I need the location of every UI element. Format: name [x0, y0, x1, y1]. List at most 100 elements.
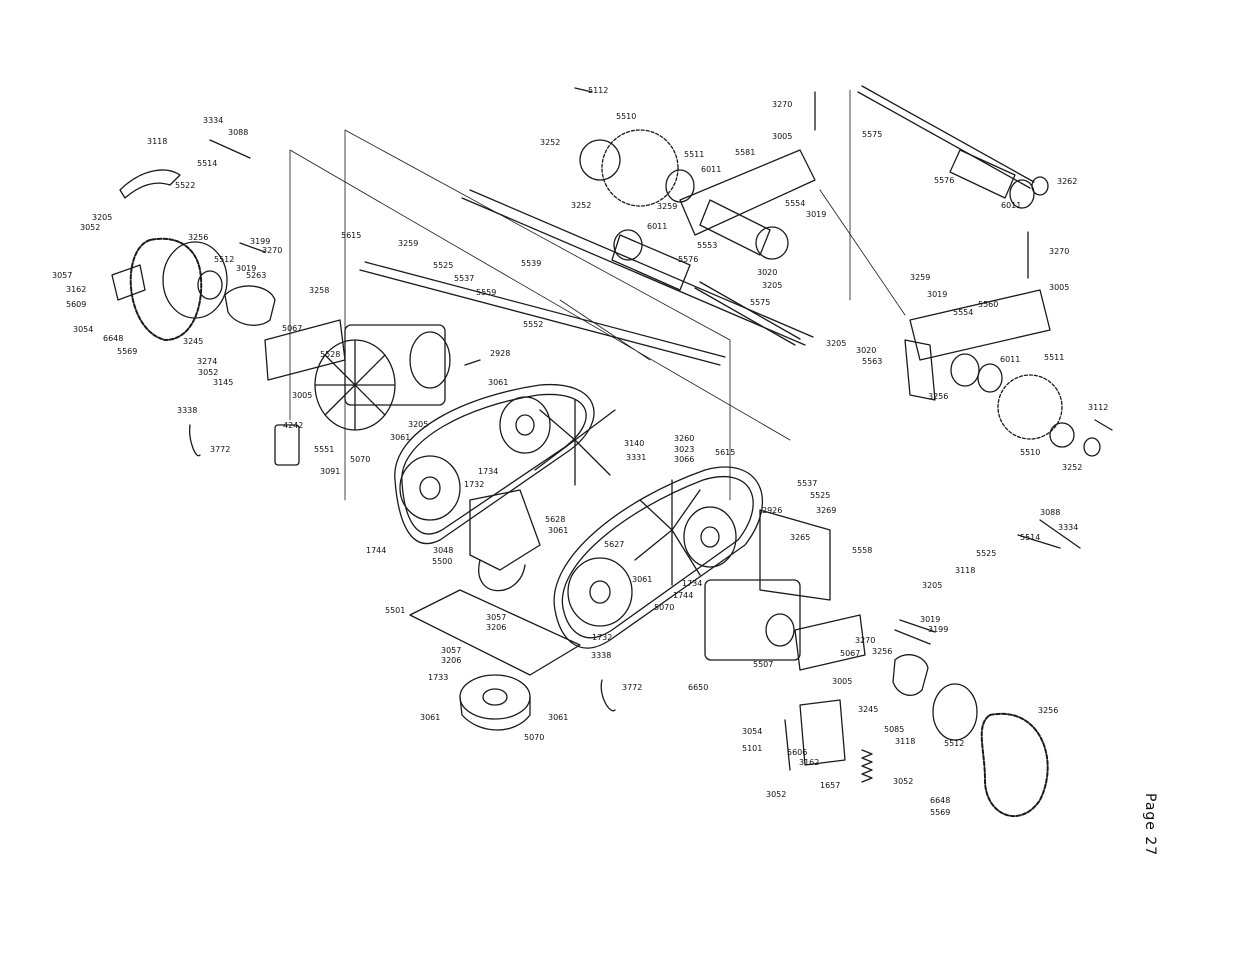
callout-3061c: 3061 [548, 526, 568, 535]
callout-3020: 3020 [757, 268, 777, 277]
callout-5606: 5606 [787, 748, 807, 757]
callout-3118c: 3118 [895, 737, 915, 746]
tube-5576-right [949, 149, 1016, 199]
callout-3019: 3019 [236, 264, 256, 273]
pulley-right-top [683, 506, 737, 568]
impeller-1734-right [634, 479, 701, 586]
callout-5067b: 5067 [840, 649, 860, 658]
callout-3061d: 3061 [420, 713, 440, 722]
callout-6648b: 6648 [930, 796, 950, 805]
callout-5552: 5552 [523, 320, 543, 329]
callout-3088: 3088 [228, 128, 248, 137]
callout-3245: 3245 [183, 337, 203, 346]
callout-3252: 3252 [540, 138, 560, 147]
callout-3054: 3054 [73, 325, 93, 334]
callout-3118: 3118 [147, 137, 167, 146]
callout-3054b: 3054 [742, 727, 762, 736]
callout-6648: 6648 [103, 334, 123, 343]
callout-3052c: 3052 [893, 777, 913, 786]
callout-5576: 5576 [934, 176, 954, 185]
sprocket-right-5512 [932, 683, 978, 741]
chain-right [980, 712, 1049, 818]
callout-3772b: 3772 [622, 683, 642, 692]
chain-left [129, 237, 203, 341]
callout-5539: 5539 [521, 259, 541, 268]
callout-3005c: 3005 [1049, 283, 1069, 292]
callout-3252b: 3252 [571, 201, 591, 210]
tube-5553-upper [699, 199, 771, 256]
callout-6011b: 6011 [1001, 201, 1021, 210]
callout-3270b: 3270 [772, 100, 792, 109]
callout-5067: 5067 [282, 324, 302, 333]
callout-3091: 3091 [320, 467, 340, 476]
callout-1744: 1744 [366, 546, 386, 555]
leader-lines [289, 89, 906, 501]
callout-5609: 5609 [66, 300, 86, 309]
impeller-1734-left [534, 399, 616, 486]
callout-3061f: 3061 [632, 575, 652, 584]
callout-3256: 3256 [188, 233, 208, 242]
callout-3256b: 3256 [928, 392, 948, 401]
callout-5514: 5514 [197, 159, 217, 168]
callout-3205d: 3205 [826, 339, 846, 348]
callout-3270: 3270 [262, 246, 282, 255]
spring-1657 [861, 749, 873, 783]
callout-3334b: 3334 [1058, 523, 1078, 532]
callout-6011: 6011 [701, 165, 721, 174]
callout-5575: 5575 [862, 130, 882, 139]
callout-3052d: 3052 [766, 790, 786, 799]
callout-5070c: 5070 [654, 603, 674, 612]
callout-5511: 5511 [684, 150, 704, 159]
callout-5569b: 5569 [930, 808, 950, 817]
callout-labels: 3334 3088 5514 3118 5522 3205 3052 3256 … [52, 86, 1108, 817]
callout-5560: 5560 [978, 300, 998, 309]
callout-3048: 3048 [433, 546, 453, 555]
callout-6011c: 6011 [647, 222, 667, 231]
shaft-5552 [359, 261, 726, 366]
callout-5558: 5558 [852, 546, 872, 555]
sprocket-left [162, 241, 228, 319]
callout-3162: 3162 [66, 285, 86, 294]
callout-5563: 5563 [862, 357, 882, 366]
callout-5101: 5101 [742, 744, 762, 753]
callout-5112: 5112 [588, 86, 608, 95]
page-number: Page 27 [1142, 793, 1158, 857]
pulley-1733 [459, 674, 531, 720]
callout-3019b: 3019 [806, 210, 826, 219]
callout-5525c: 5525 [976, 549, 996, 558]
shaft-5539 [461, 189, 814, 346]
sprocket-5511-upper [601, 129, 679, 207]
pulley-upper-mid [499, 396, 551, 454]
callout-3252c: 3252 [1062, 463, 1082, 472]
belt-1744-left [394, 383, 595, 545]
callout-3258: 3258 [309, 286, 329, 295]
callout-3206b: 3206 [441, 656, 461, 665]
collar-6011-right [1009, 179, 1035, 209]
callout-3019d: 3019 [920, 615, 940, 624]
callout-2928: 2928 [490, 349, 510, 358]
callout-5576b: 5576 [678, 255, 698, 264]
callout-5554: 5554 [785, 199, 805, 208]
callout-1657: 1657 [820, 781, 840, 790]
callout-3112: 3112 [1088, 403, 1108, 412]
bolts [189, 87, 1113, 712]
callout-3005d: 3005 [832, 677, 852, 686]
callout-5522: 5522 [175, 181, 195, 190]
callout-5528: 5528 [320, 350, 340, 359]
sprocket-5510-upper [579, 139, 621, 181]
callout-3205c: 3205 [762, 281, 782, 290]
callout-3205e: 3205 [922, 581, 942, 590]
callout-2926: 2926 [762, 506, 782, 515]
callout-5537b: 5537 [797, 479, 817, 488]
callout-4242: 4242 [283, 421, 303, 430]
callout-3270c: 3270 [1049, 247, 1069, 256]
callout-5615b: 5615 [715, 448, 735, 457]
callout-6650: 6650 [688, 683, 708, 692]
callout-3057: 3057 [52, 271, 72, 280]
callout-3245b: 3245 [858, 705, 878, 714]
callout-5627: 5627 [604, 540, 624, 549]
callout-3118b: 3118 [955, 566, 975, 575]
callout-3066: 3066 [674, 455, 694, 464]
callout-1732: 1732 [464, 480, 484, 489]
